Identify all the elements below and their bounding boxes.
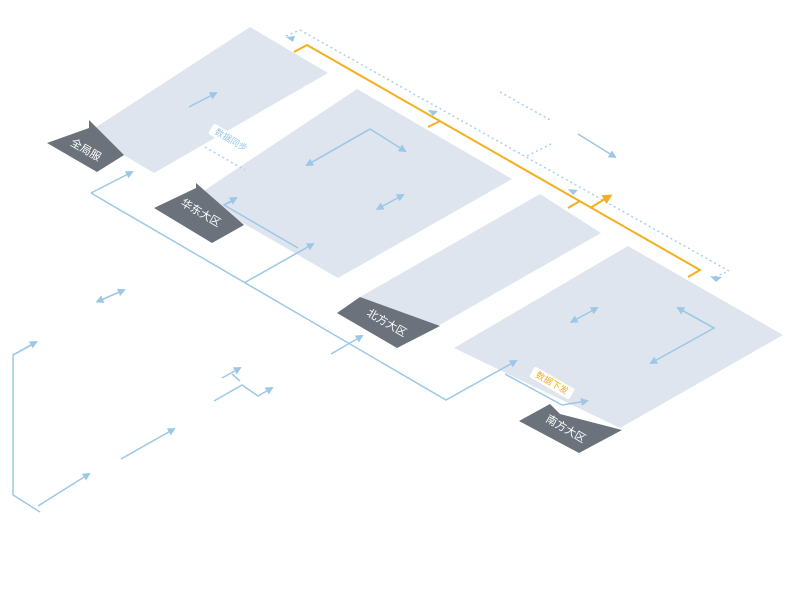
dotted-arrowheads	[286, 36, 722, 282]
label-sync-text: 数据同步	[212, 126, 249, 154]
panel-north	[360, 194, 601, 327]
tag-east: 华东大区	[154, 183, 244, 243]
blue-flow-lines	[12, 92, 716, 513]
panel-global	[87, 27, 328, 173]
panel-east	[196, 89, 512, 278]
orange-distribution-line	[293, 43, 702, 278]
dotted-sync-lines	[204, 29, 730, 278]
panel-south	[454, 246, 783, 428]
